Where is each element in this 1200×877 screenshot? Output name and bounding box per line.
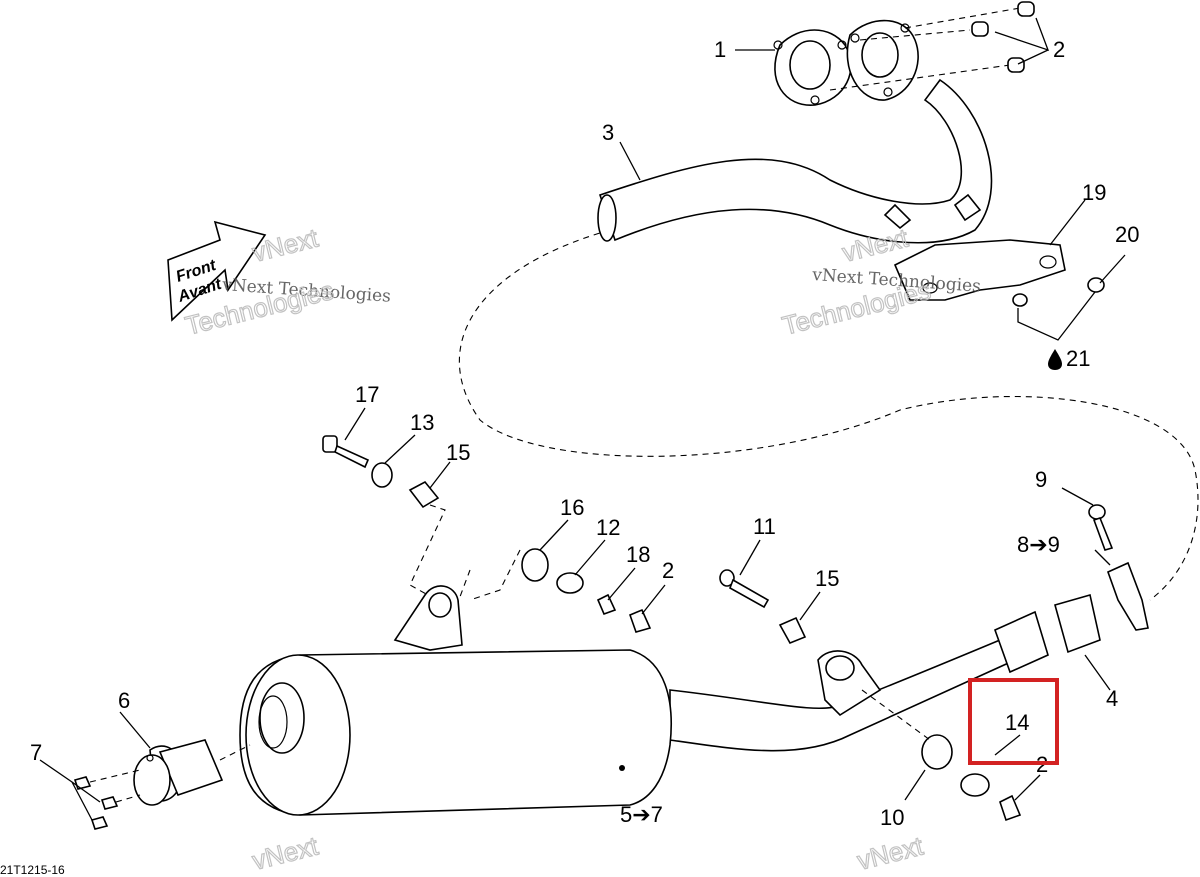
routing-dashed-line [458, 229, 1199, 601]
callout-4: 4 [1106, 686, 1118, 711]
callout-13: 13 [410, 410, 434, 435]
callout-12: 12 [596, 515, 620, 540]
callout-labels: 1 2 3 19 20 21 17 13 15 16 12 18 2 11 15… [30, 37, 1139, 830]
highlight-box [968, 678, 1059, 765]
callout-10: 10 [880, 805, 904, 830]
callout-11: 11 [753, 514, 776, 539]
nut-part-2-top [971, 1, 1035, 73]
callout-1: 1 [714, 37, 726, 62]
spacer-part-18 [596, 593, 617, 616]
gasket-part-1 [773, 29, 852, 106]
watermark-large-3a: vNext [249, 830, 321, 875]
screw-part-20 [1012, 277, 1105, 307]
bolt-part-11 [719, 569, 770, 609]
callout-5-to-7: 5➔7 [620, 802, 663, 827]
header-pipe-part-3 [598, 78, 993, 244]
flange-part [846, 19, 919, 101]
callout-7: 7 [30, 740, 42, 765]
washer-part-14 [960, 773, 990, 797]
bolt-part-17 [322, 435, 370, 469]
washer-part-12 [556, 572, 584, 594]
callout-8-to-9: 8➔9 [1017, 532, 1060, 557]
grommet-part-16 [521, 548, 549, 582]
callout-2-mid: 2 [662, 558, 674, 583]
callout-15-top: 15 [446, 440, 470, 465]
nut-part-2-bottom [999, 794, 1022, 822]
grommet-part-10 [921, 734, 953, 770]
muffler-part-5 [239, 649, 673, 816]
callout-9: 9 [1035, 467, 1047, 492]
drawing-code: 21T1215-16 [0, 863, 65, 877]
callout-15-mid: 15 [815, 566, 839, 591]
callout-17: 17 [355, 382, 379, 407]
callout-16: 16 [560, 495, 584, 520]
lubricant-drop-icon [1048, 349, 1062, 370]
callout-21: 21 [1066, 346, 1090, 371]
coupler-part-4 [993, 610, 1049, 674]
watermark-large-1a: vNext [249, 222, 321, 267]
clip-part-8 [1106, 561, 1149, 631]
watermark-large-4a: vNext [854, 830, 926, 875]
leader-lines [39, 49, 1111, 821]
bolt-part-9 [1088, 504, 1114, 551]
callout-18: 18 [626, 542, 650, 567]
callout-19: 19 [1082, 180, 1106, 205]
callout-6: 6 [118, 688, 130, 713]
tailpipe-part-6 [133, 739, 224, 806]
callout-3: 3 [602, 120, 614, 145]
spacer-part-15-mid [778, 616, 807, 645]
nut-part-2-mid [628, 608, 652, 633]
callout-14: 14 [1005, 710, 1029, 735]
washer-part-13 [371, 462, 393, 488]
callout-20: 20 [1115, 222, 1139, 247]
screw-part-7 [73, 776, 119, 830]
spacer-part-15-top [408, 480, 440, 509]
heat-shield-part-19 [893, 239, 1066, 301]
callout-2-top: 2 [1053, 37, 1065, 62]
